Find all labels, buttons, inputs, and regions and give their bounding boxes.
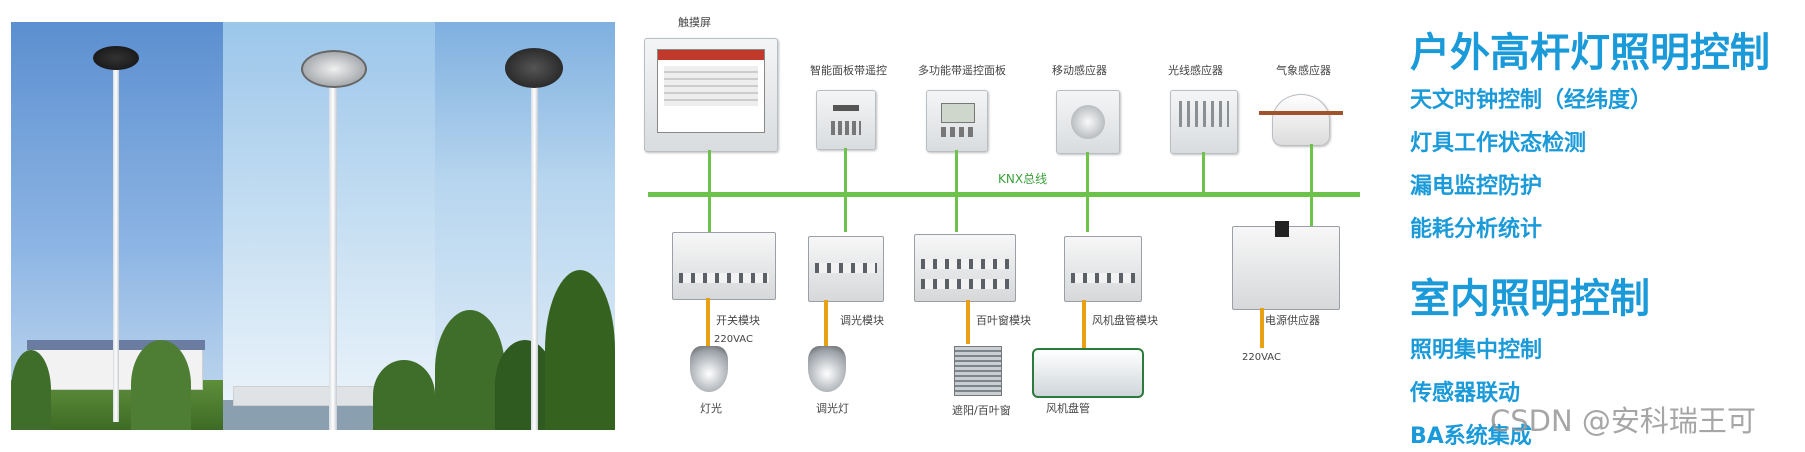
label-dimmer-module: 调光模块	[840, 314, 884, 327]
indoor-item-2: 传感器联动	[1410, 381, 1521, 406]
outdoor-item-2: 灯具工作状态检测	[1410, 131, 1587, 156]
watermark: CSDN @安科瑞王可	[1490, 404, 1756, 438]
label-power-supply: 电源供应器	[1265, 314, 1320, 327]
label-touchscreen: 触摸屏	[678, 16, 711, 29]
fan-module-device	[1064, 236, 1142, 302]
knx-bus-label: KNX总线	[998, 172, 1048, 186]
label-motion-sensor: 移动感应器	[1052, 64, 1107, 77]
label-light-sensor: 光线感应器	[1168, 64, 1223, 77]
label-fan-module: 风机盘管模块	[1092, 314, 1158, 327]
label-blind-module: 百叶窗模块	[976, 314, 1031, 327]
dimmer-module-device	[808, 236, 884, 302]
power-supply-device	[1232, 221, 1340, 310]
motion-sensor-device	[1056, 90, 1120, 154]
indoor-title: 室内照明控制	[1410, 276, 1650, 322]
blinds-icon	[954, 346, 1002, 396]
label-switch-module: 开关模块	[716, 314, 760, 327]
blind-module-device	[914, 234, 1016, 302]
label-dimmable-light: 调光灯	[816, 402, 849, 415]
switch-module-device	[672, 232, 776, 300]
light-bulb-icon	[690, 346, 728, 392]
light-sensor-device	[1170, 90, 1238, 154]
smart-panel-device	[816, 90, 876, 150]
indoor-item-1: 照明集中控制	[1410, 338, 1543, 363]
weather-sensor-device	[1259, 94, 1343, 146]
fan-coil-icon	[1032, 348, 1144, 398]
dimmable-light-icon	[808, 346, 846, 392]
outdoor-item-3: 漏电监控防护	[1410, 174, 1543, 199]
label-blinds: 遮阳/百叶窗	[952, 404, 1011, 417]
multi-panel-device	[926, 90, 988, 152]
label-voltage-1: 220VAC	[714, 334, 753, 345]
outdoor-title: 户外高杆灯照明控制	[1410, 30, 1770, 76]
high-mast-photo-3	[435, 22, 615, 430]
label-smart-panel: 智能面板带遥控	[810, 64, 887, 77]
label-multi-panel: 多功能带遥控面板	[918, 64, 1006, 77]
label-fan-coil: 风机盘管	[1046, 402, 1090, 415]
outdoor-item-1: 天文时钟控制（经纬度）	[1410, 88, 1653, 113]
label-voltage-2: 220VAC	[1242, 352, 1281, 363]
label-light: 灯光	[700, 402, 722, 415]
indoor-item-3: BA系统集成	[1410, 424, 1532, 449]
outdoor-item-4: 能耗分析统计	[1410, 217, 1543, 242]
touchscreen-device	[644, 38, 778, 152]
label-weather-sensor: 气象感应器	[1276, 64, 1331, 77]
high-mast-photo-2	[223, 22, 435, 430]
knx-bus-line	[648, 192, 1360, 197]
high-mast-photo-1	[11, 22, 223, 430]
